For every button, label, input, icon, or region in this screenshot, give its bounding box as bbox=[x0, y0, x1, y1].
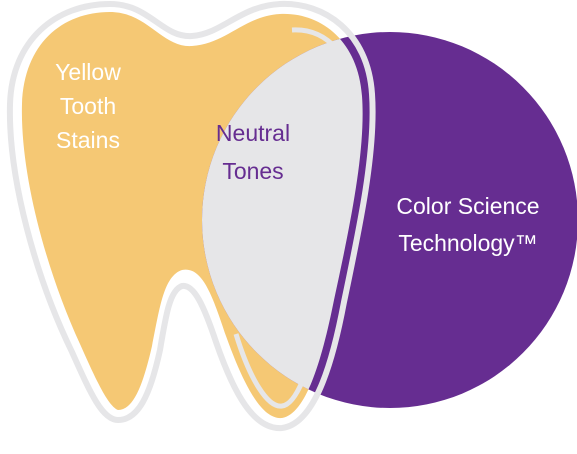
science-label-line: Color Science bbox=[396, 193, 539, 219]
tooth-inner-outline bbox=[233, 27, 358, 409]
neutral-tones-region bbox=[202, 32, 363, 408]
yellow-label-line: Tooth bbox=[60, 93, 116, 119]
yellow-label-line: Yellow bbox=[55, 59, 121, 85]
tooth-outline bbox=[6, 0, 376, 432]
science-label-line: Technology™ bbox=[398, 230, 537, 256]
neutral-label-line: Tones bbox=[222, 158, 283, 184]
yellow-label-line: Stains bbox=[56, 127, 120, 153]
neutral-label-line: Neutral bbox=[216, 120, 290, 146]
